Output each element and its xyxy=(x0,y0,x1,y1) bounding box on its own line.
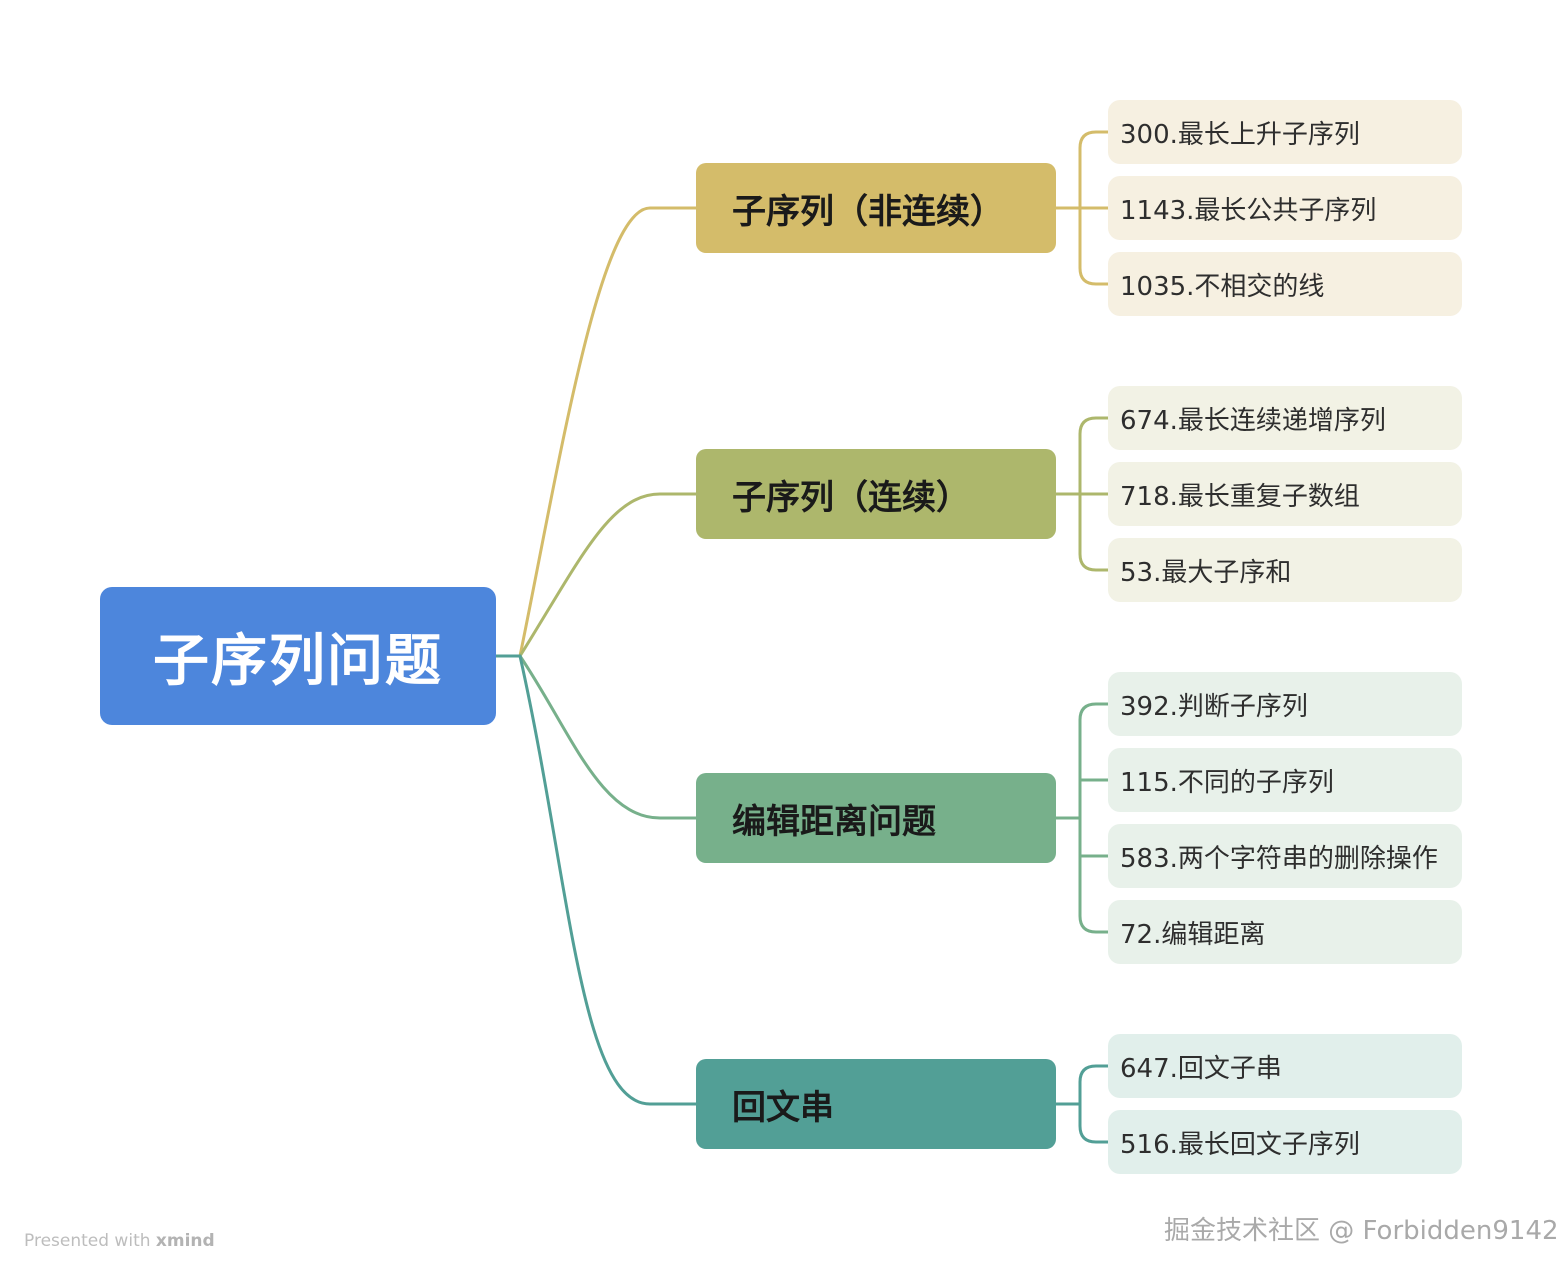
leaf-topic[interactable]: 674.最长连续递增序列 xyxy=(1108,386,1462,450)
link-root-branch-4 xyxy=(496,654,696,1106)
leaf-topic[interactable]: 1143.最长公共子序列 xyxy=(1108,176,1462,240)
branch-topic-subsequence-contiguous[interactable]: 子序列（连续） xyxy=(696,449,1056,539)
presented-with-text: Presented with xyxy=(24,1231,151,1251)
branch-topic-palindrome[interactable]: 回文串 xyxy=(696,1059,1056,1149)
leaf-topic[interactable]: 516.最长回文子序列 xyxy=(1108,1110,1462,1174)
xmind-brand: xmind xyxy=(155,1231,215,1251)
link-root-branch-1 xyxy=(496,206,696,658)
link-root-branch-2 xyxy=(496,492,696,658)
leaf-topic[interactable]: 72.编辑距离 xyxy=(1108,900,1462,964)
leaf-topic[interactable]: 583.两个字符串的删除操作 xyxy=(1108,824,1462,888)
watermark: 掘金技术社区 @ Forbidden9142 xyxy=(1164,1216,1559,1246)
leaf-topic[interactable]: 392.判断子序列 xyxy=(1108,672,1462,736)
branch-topic-subsequence-noncontiguous[interactable]: 子序列（非连续） xyxy=(696,163,1056,253)
branch-topic-edit-distance[interactable]: 编辑距离问题 xyxy=(696,773,1056,863)
leaf-topic[interactable]: 53.最大子序和 xyxy=(1108,538,1462,602)
root-topic[interactable]: 子序列问题 xyxy=(100,587,496,725)
links-branch-2 xyxy=(1056,416,1108,572)
leaf-topic[interactable]: 115.不同的子序列 xyxy=(1108,748,1462,812)
leaf-topic[interactable]: 300.最长上升子序列 xyxy=(1108,100,1462,164)
links-branch-3 xyxy=(1056,702,1108,934)
leaf-topic[interactable]: 1035.不相交的线 xyxy=(1108,252,1462,316)
leaf-topic[interactable]: 647.回文子串 xyxy=(1108,1034,1462,1098)
presented-with-credit: Presented with xmind xyxy=(24,1231,215,1251)
links-branch-1 xyxy=(1056,130,1108,286)
link-root-branch-3 xyxy=(496,654,696,820)
links-branch-4 xyxy=(1056,1064,1108,1144)
leaf-topic[interactable]: 718.最长重复子数组 xyxy=(1108,462,1462,526)
